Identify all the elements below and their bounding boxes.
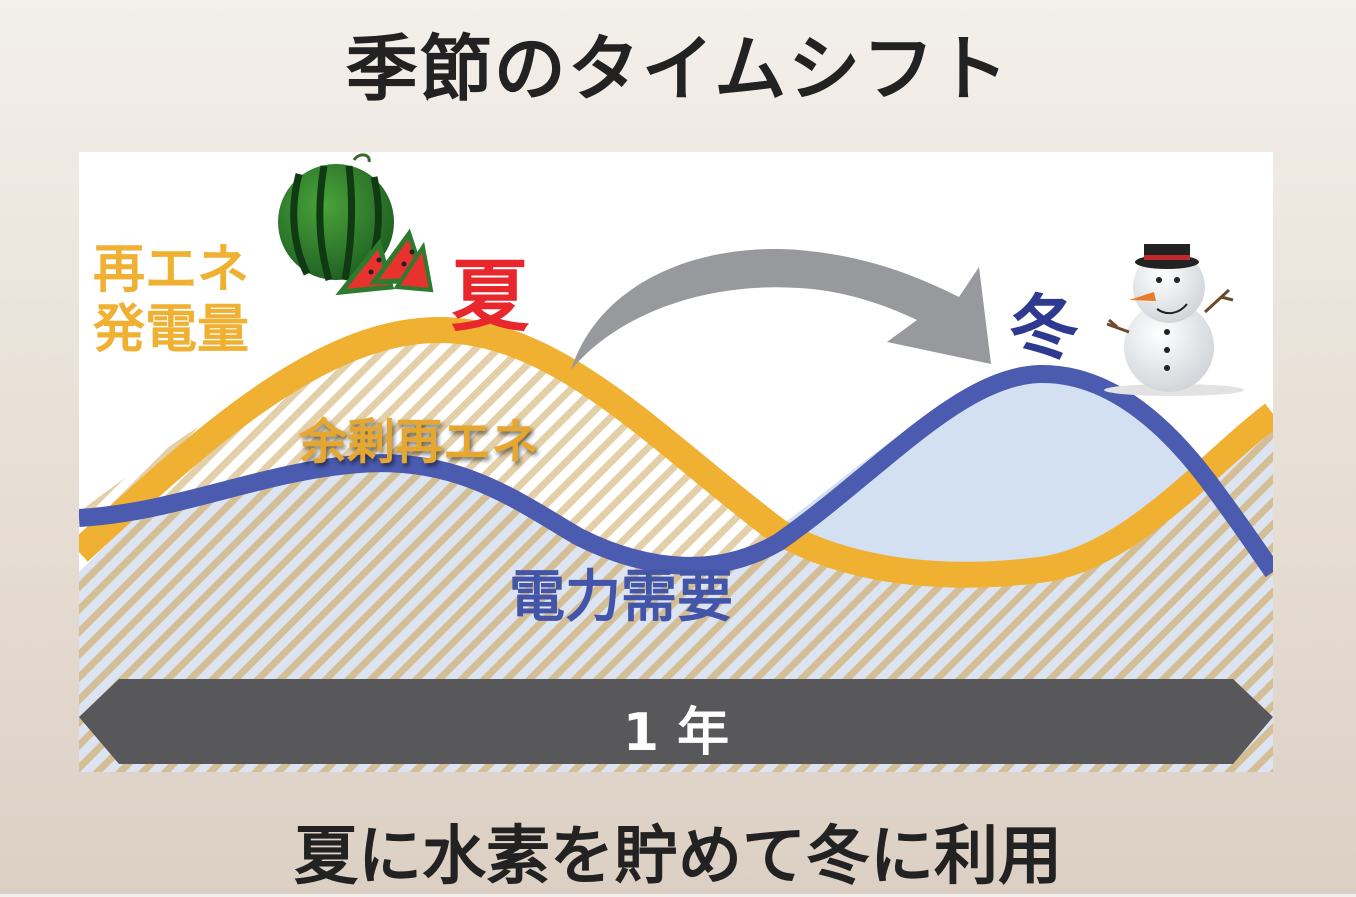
diagram-svg	[79, 153, 1273, 772]
year-label: 1 年	[622, 703, 730, 763]
renewable-label: 再エネ 発電量	[93, 240, 249, 360]
renewable-label-line2: 発電量	[93, 300, 250, 360]
diagram-panel: 再エネ 発電量 夏 冬 余剰再エネ 電力需要 1 年	[79, 152, 1273, 772]
demand-label: 電力需要	[509, 565, 733, 630]
year-bar	[79, 679, 1273, 764]
winter-deficit-area	[779, 373, 1199, 572]
timeshift-arrow	[571, 249, 991, 370]
page-title: 季節のタイムシフト	[345, 27, 1011, 111]
demand-curve	[79, 364, 1273, 578]
watermelon-icon	[278, 153, 434, 296]
winter-label: 冬	[1009, 287, 1079, 369]
summer-label: 夏	[451, 252, 530, 342]
renewable-curve	[79, 316, 1273, 588]
surplus-label: 余剰再エネ	[299, 414, 540, 470]
renewable-label-line1: 再エネ	[93, 240, 250, 300]
footer-caption: 夏に水素を貯めて冬に利用	[294, 820, 1062, 894]
snowman-icon	[1104, 244, 1244, 396]
